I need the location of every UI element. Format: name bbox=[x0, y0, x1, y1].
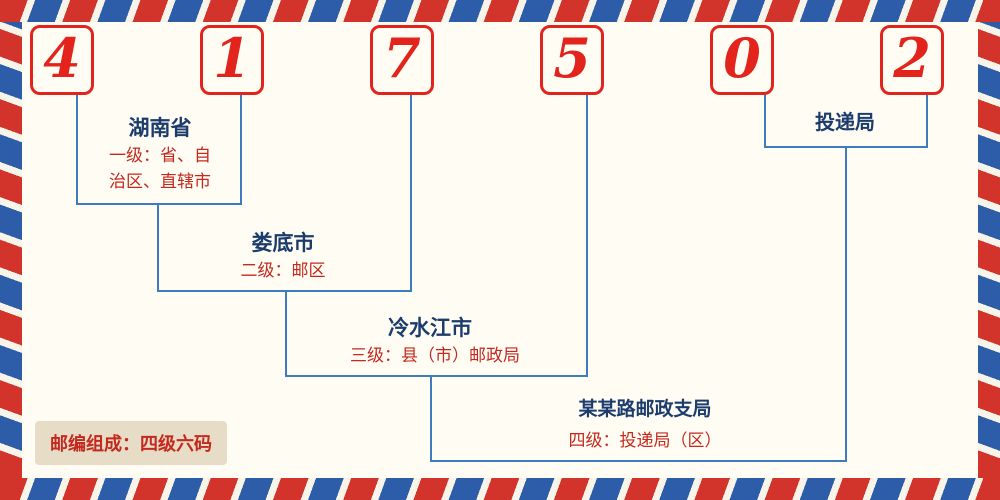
composition-note: 邮编组成：四级六码 bbox=[35, 421, 227, 465]
connector-line bbox=[76, 203, 242, 205]
digit-box-6: 2 bbox=[880, 25, 944, 95]
airmail-border-right bbox=[978, 22, 1000, 478]
digit-4: 5 bbox=[553, 26, 591, 90]
digit-box-3: 7 bbox=[370, 25, 434, 95]
airmail-border-top bbox=[0, 0, 1000, 22]
airmail-border-bottom bbox=[0, 478, 1000, 500]
digit-box-1: 4 bbox=[30, 25, 94, 95]
connector-line bbox=[240, 95, 242, 203]
connector-line bbox=[157, 203, 159, 290]
digit-box-2: 1 bbox=[200, 25, 264, 95]
connector-line bbox=[76, 95, 78, 203]
level4-desc: 四级：投递局（区） bbox=[568, 431, 722, 450]
connector-line bbox=[285, 290, 287, 375]
level3-desc: 三级：县（市）邮政局 bbox=[350, 346, 520, 365]
level3-name: 冷水江市 bbox=[388, 317, 472, 340]
digit-5: 0 bbox=[723, 26, 761, 90]
connector-line bbox=[410, 95, 412, 290]
digit-1: 4 bbox=[43, 26, 81, 90]
level2-desc: 二级：邮区 bbox=[240, 261, 326, 280]
airmail-border-left bbox=[0, 22, 22, 478]
digit-2: 1 bbox=[213, 26, 251, 90]
digit-box-5: 0 bbox=[710, 25, 774, 95]
level1-desc-line2: 治区、直辖市 bbox=[109, 172, 211, 192]
connector-line bbox=[430, 375, 432, 460]
connector-line bbox=[586, 95, 588, 375]
digit-6: 2 bbox=[893, 26, 931, 90]
level1-desc: 一级：省、自 治区、直辖市 bbox=[70, 143, 250, 196]
connector-line bbox=[845, 146, 847, 460]
connector-line bbox=[926, 95, 928, 146]
connector-line bbox=[764, 95, 766, 146]
level4-name: 某某路邮政支局 bbox=[578, 399, 712, 420]
connector-line bbox=[764, 146, 928, 148]
connector-line bbox=[157, 290, 412, 292]
level1-desc-line1: 一级：省、自 bbox=[109, 146, 211, 165]
level2-name: 娄底市 bbox=[251, 232, 315, 255]
digit-box-4: 5 bbox=[540, 25, 604, 95]
digit-3: 7 bbox=[383, 26, 421, 90]
delivery-office-label: 投递局 bbox=[815, 112, 875, 134]
level1-name: 湖南省 bbox=[128, 117, 192, 140]
connector-line bbox=[285, 375, 588, 377]
connector-line bbox=[430, 460, 847, 462]
